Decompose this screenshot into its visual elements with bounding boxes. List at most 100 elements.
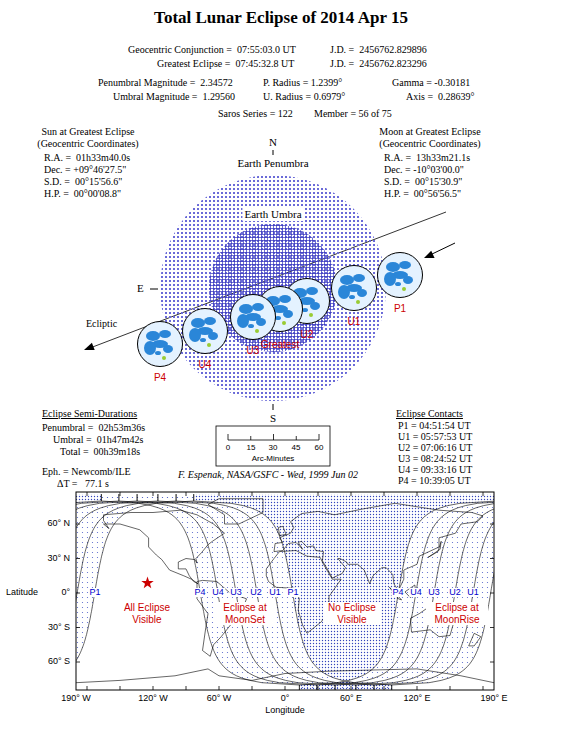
info-text: Axis = 0.28639°	[406, 91, 475, 103]
region-label: Eclipse at MoonSet	[216, 602, 274, 625]
duration-text: Total = 00h39m18s	[60, 446, 140, 458]
moon-surface	[378, 253, 422, 297]
ephemeris-text: Eph. = Newcomb/ILE	[42, 466, 131, 478]
map-tick	[76, 524, 80, 525]
map-tick	[87, 492, 88, 496]
ephemeris-text: ΔT = 77.1 s	[57, 478, 109, 490]
longitude-label: 120° E	[403, 693, 430, 704]
block-heading: (Geocentric Coordinates)	[379, 138, 480, 150]
map-tick	[483, 686, 484, 690]
contact-label: U1	[348, 316, 361, 328]
map-tick	[120, 686, 121, 690]
moon-surface	[183, 309, 227, 353]
moon-disk: U1	[331, 265, 377, 311]
map-tick	[490, 558, 494, 559]
contact-label: Greatest	[261, 339, 299, 351]
map-tick	[490, 627, 494, 628]
duration-text: Penumbral = 02h53m36s	[42, 422, 145, 434]
map-tick	[76, 593, 80, 594]
coastline	[274, 503, 483, 590]
scale-number: 15	[247, 443, 256, 453]
axis-title: Longitude	[265, 705, 305, 716]
moonrise-curve	[392, 494, 494, 690]
latitude-label: 30° N	[47, 553, 70, 564]
moonrise-curve	[299, 494, 494, 690]
coordinate-text: H.P. = 00°56'56.5"	[384, 188, 461, 200]
contact-time: P1 = 04:51:54 UT	[398, 420, 471, 432]
info-text: U. Radius = 0.6979°	[263, 91, 345, 103]
map-tick	[417, 492, 418, 496]
map-tick	[219, 686, 220, 690]
contact-time: U2 = 07:06:16 UT	[398, 442, 472, 454]
map-tick	[153, 686, 154, 690]
info-text: Umbral Magnitude = 1.29560	[113, 91, 235, 103]
latitude-label: 30° S	[48, 622, 70, 633]
curve-label: U2	[249, 588, 263, 597]
map-tick	[76, 662, 80, 663]
moonset-curve	[194, 494, 392, 690]
moonrise-curve	[374, 494, 494, 690]
diagram-title: Total Lunar Eclipse of 2014 Apr 15	[154, 8, 408, 28]
map-tick	[384, 492, 385, 496]
axis-title: Latitude	[6, 587, 38, 598]
moon-path-arrow	[430, 243, 455, 255]
contact-label: P4	[154, 372, 166, 384]
info-text: Gamma = -0.30181	[392, 77, 470, 89]
coordinate-text: R.A. = 13h33m21.1s	[384, 152, 470, 164]
map-tick	[318, 686, 319, 690]
compass-letter: S	[270, 412, 276, 425]
map-tick	[285, 492, 286, 496]
moon-disk: U3	[230, 294, 276, 340]
map-tick	[490, 593, 494, 594]
coordinate-text: S.D. = 00°15'56.6"	[44, 176, 122, 188]
info-text: Penumbral Magnitude = 2.34572	[98, 77, 233, 89]
moonset-curve	[101, 494, 299, 690]
moonset-curve	[137, 494, 335, 690]
visibility-region	[76, 494, 194, 690]
contact-label: U4	[199, 359, 212, 371]
block-heading: (Geocentric Coordinates)	[37, 138, 138, 150]
moonrise-curve	[76, 494, 137, 690]
scale-number: 60	[315, 443, 324, 453]
info-text: Saros Series = 122	[218, 108, 293, 120]
info-text: J.D. = 2456762.823296	[330, 58, 427, 70]
moon-disk: U4	[182, 308, 228, 354]
coastlines	[76, 499, 494, 683]
scale-bar	[216, 426, 330, 466]
contact-time: U3 = 08:24:52 UT	[398, 453, 472, 465]
map-tick	[219, 492, 220, 496]
scale-number: 30	[269, 443, 278, 453]
map-tick	[351, 492, 352, 496]
coordinate-text: R.A. = 01h33m40.0s	[44, 152, 130, 164]
map-tick	[490, 524, 494, 525]
map-tick	[252, 492, 253, 496]
moonrise-curve	[76, 494, 194, 690]
map-tick	[186, 492, 187, 496]
contact-label: U3	[247, 345, 260, 357]
map-tick	[384, 686, 385, 690]
latitude-label: 0°	[61, 587, 70, 598]
scale-number: 0	[226, 443, 230, 453]
coordinate-text: Dec. = -10°03'00.0"	[384, 164, 464, 176]
east-tick	[150, 289, 158, 290]
map-tick	[186, 686, 187, 690]
moonrise-curve	[335, 494, 494, 690]
greatest-eclipse-star	[141, 577, 153, 589]
block-heading: Sun at Greatest Eclipse	[41, 126, 134, 138]
credit: F. Espenak, NASA/GSFC - Wed, 1999 Jun 02	[178, 469, 358, 481]
moon-disk: P4	[137, 321, 183, 367]
moonset-curve	[158, 494, 356, 690]
map-tick	[87, 686, 88, 690]
moonrise-curve	[76, 494, 101, 690]
map-tick	[417, 686, 418, 690]
curve-label: U1	[466, 588, 480, 597]
moonrise-curve	[76, 494, 176, 690]
moonset-curve	[176, 494, 374, 690]
region-label: All Eclipse Visible	[116, 602, 178, 625]
compass-letter: N	[269, 136, 277, 149]
moon-disk: P1	[377, 252, 423, 298]
coordinate-text: S.D. = 00°15'30.9"	[384, 176, 462, 188]
contact-time: P4 = 10:39:05 UT	[398, 475, 471, 487]
scale-number: 45	[292, 443, 301, 453]
map-tick	[76, 558, 80, 559]
